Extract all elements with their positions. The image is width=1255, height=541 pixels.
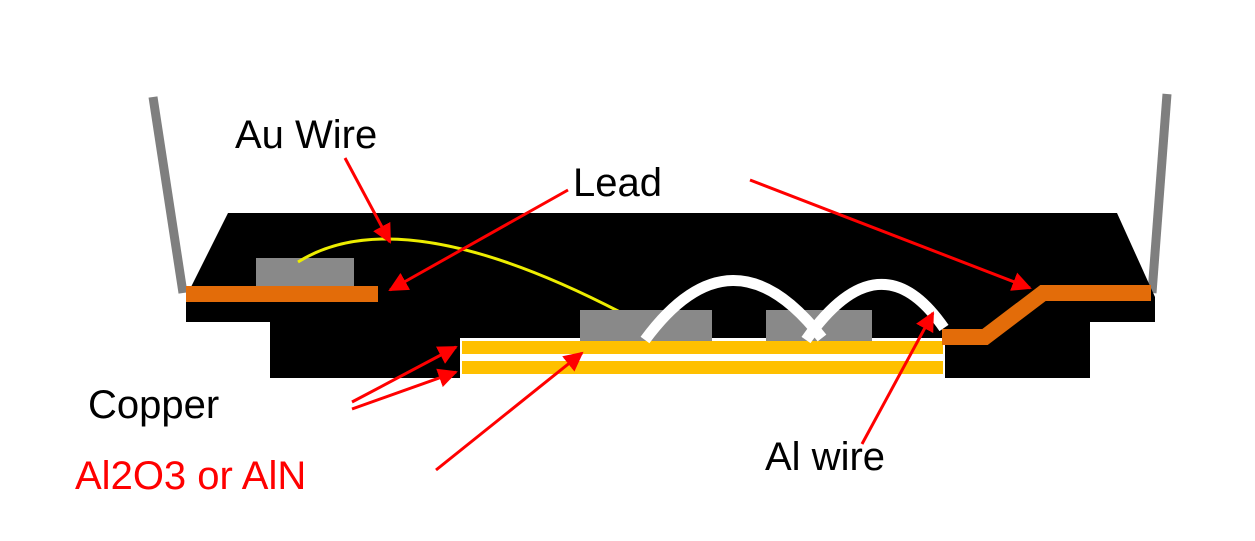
arrow-copper-bottom bbox=[351, 368, 458, 411]
left-lead-frame bbox=[186, 286, 378, 302]
al-bond-wire-loop-1 bbox=[640, 275, 827, 344]
arrow-lead-right bbox=[749, 178, 1032, 291]
label-al-wire: Al wire bbox=[765, 435, 885, 479]
au-bond-wire bbox=[297, 237, 621, 314]
right-external-pin bbox=[1147, 93, 1172, 294]
die-left bbox=[256, 258, 354, 286]
left-external-pin bbox=[148, 96, 188, 294]
copper-layer-top bbox=[462, 341, 943, 354]
label-ceramic: Al2O3 or AlN bbox=[75, 454, 306, 498]
copper-layer-bottom bbox=[462, 361, 943, 374]
arrow-lead-left bbox=[388, 188, 569, 292]
label-lead: Lead bbox=[573, 161, 662, 205]
arrow-au-wire bbox=[343, 157, 392, 244]
al-bond-wire-loop-2 bbox=[801, 278, 949, 344]
label-au-wire: Au Wire bbox=[235, 113, 377, 157]
arrow-copper-top bbox=[351, 345, 458, 404]
arrow-al-wire bbox=[860, 311, 935, 445]
arrow-ceramic bbox=[435, 351, 584, 472]
label-copper: Copper bbox=[88, 383, 219, 427]
right-lead-frame bbox=[942, 285, 1151, 345]
